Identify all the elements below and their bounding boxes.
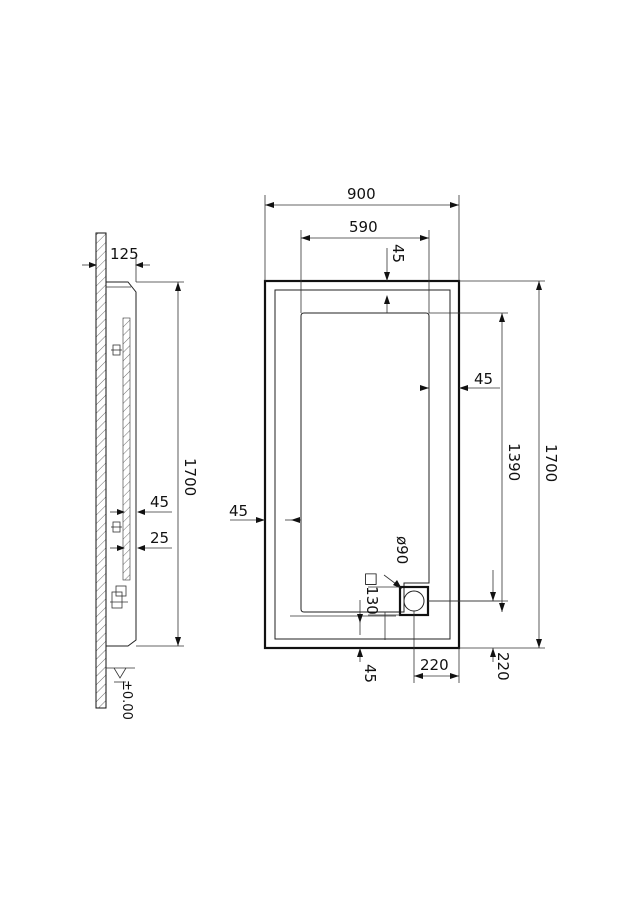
plan-view: 900 590 45 45 45 1390 (229, 185, 560, 683)
dim-side-height: 1700 (181, 458, 199, 496)
dim-left-margin: 45 (229, 502, 248, 520)
level-label: ±0.00 (119, 680, 134, 720)
tray-rim (274, 289, 451, 640)
tray-profile (106, 281, 137, 647)
foot-bracket-upper (111, 344, 122, 356)
dim-right-margin: 45 (474, 370, 493, 388)
level-marker (106, 667, 135, 683)
dim-drain-square: □130 (363, 572, 381, 615)
dim-foot-a: 45 (150, 493, 169, 511)
dim-wall-offset: 125 (110, 245, 139, 263)
tray-outer (263, 279, 461, 650)
tray-cavity (122, 317, 131, 581)
side-view: 125 1700 45 25 ±0.00 (82, 232, 199, 720)
drain-outlet-side (110, 585, 128, 609)
dim-inner-length: 1390 (505, 443, 523, 481)
tray-basin (300, 312, 430, 613)
dim-foot-b: 25 (150, 529, 169, 547)
dim-drain-offset-x: 220 (420, 656, 449, 674)
dim-inner-width: 590 (349, 218, 378, 236)
dim-bottom-margin: 45 (361, 664, 379, 683)
dim-top-margin: 45 (389, 244, 407, 263)
dim-outer-width: 900 (347, 185, 376, 203)
drain-circle (403, 590, 425, 612)
wall-section (95, 232, 107, 709)
dim-drain-offset-y: 220 (494, 652, 512, 681)
dim-drain-diameter: ø90 (393, 536, 411, 564)
foot-bracket-middle (111, 521, 122, 533)
dim-outer-length: 1700 (542, 444, 560, 482)
